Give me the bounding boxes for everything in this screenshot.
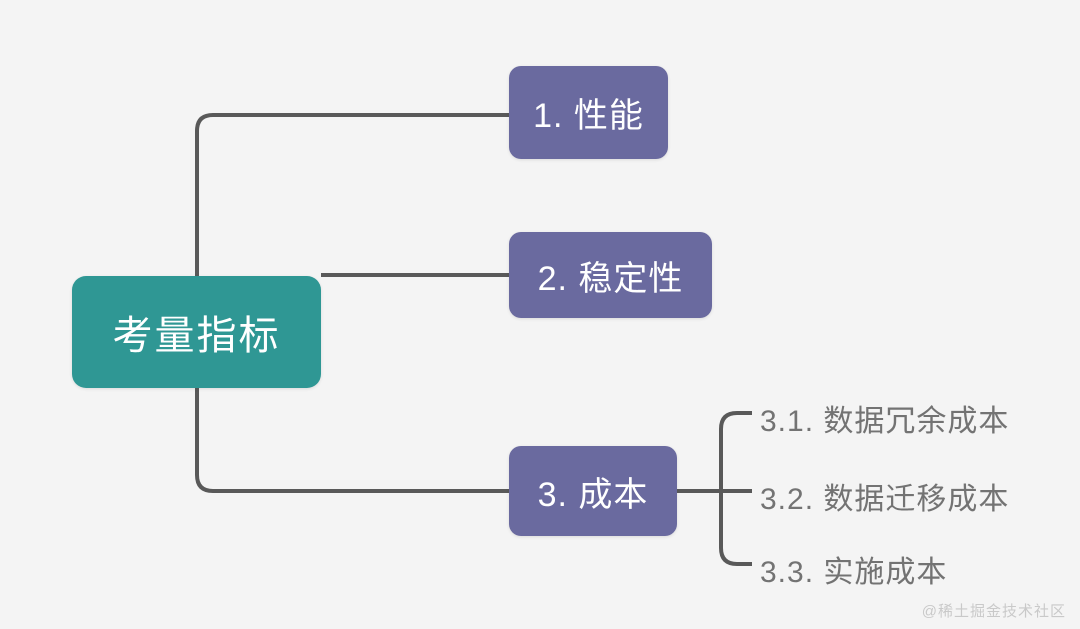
mindmap-leaf-implementation-cost[interactable]: 3.3. 实施成本: [760, 556, 948, 589]
mindmap-node-performance[interactable]: 1. 性能: [509, 66, 668, 159]
mindmap-node-stability-label: 2. 稳定性: [537, 259, 684, 298]
mindmap-node-cost[interactable]: 3. 成本: [509, 446, 677, 536]
watermark: @稀土掘金技术社区: [921, 603, 1066, 620]
mindmap-node-root-label: 考量指标: [112, 314, 281, 358]
connector-root-to-branch1: [195, 113, 509, 300]
connector-branch3-to-child3: [719, 491, 752, 566]
mindmap-node-performance-label: 1. 性能: [533, 97, 644, 135]
mindmap-node-cost-label: 3. 成本: [537, 475, 649, 514]
connector-branch3-to-child1: [677, 411, 752, 493]
mindmap-node-root[interactable]: 考量指标: [72, 276, 321, 388]
mindmap-node-stability[interactable]: 2. 稳定性: [509, 232, 712, 318]
mindmap-leaf-data-redundancy-cost[interactable]: 3.1. 数据冗余成本: [760, 405, 1010, 438]
mindmap-leaf-data-migration-cost[interactable]: 3.2. 数据迁移成本: [760, 483, 1010, 516]
connector-root-to-branch3: [195, 330, 509, 493]
